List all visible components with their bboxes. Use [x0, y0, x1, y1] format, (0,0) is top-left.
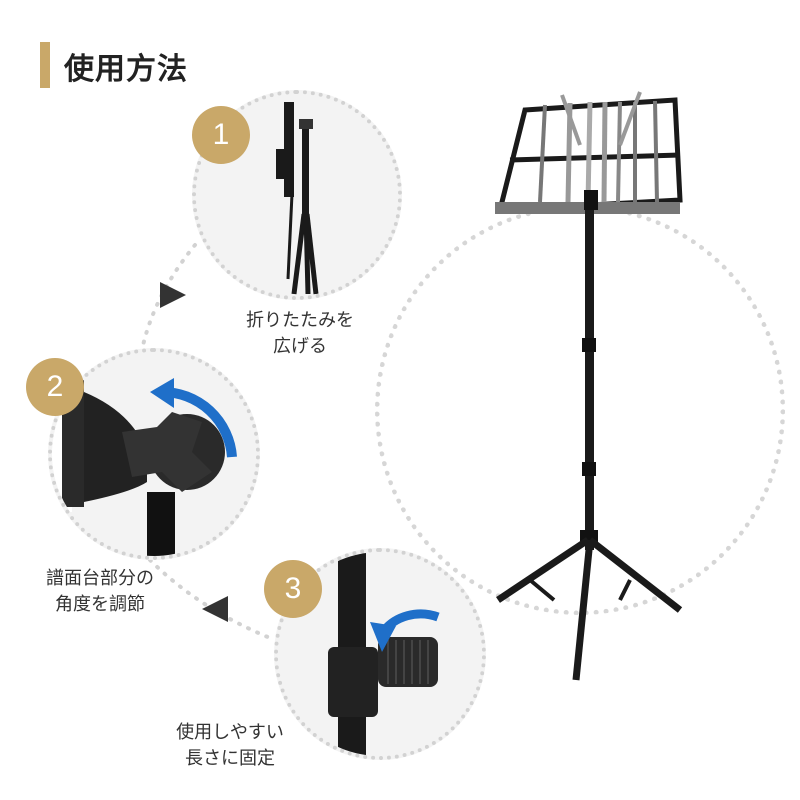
folded-stand-image [276, 102, 319, 295]
angle-knob-image [52, 372, 237, 556]
step-3-caption-line2: 長さに固定 [185, 748, 275, 769]
step-2-photo [48, 348, 260, 560]
step-2-caption-line2: 角度を調節 [55, 594, 145, 615]
step-3-photo [274, 548, 486, 760]
music-stand-image [495, 91, 683, 681]
step-1-caption: 折りたたみを 広げる [220, 308, 380, 360]
step-1-caption-line2: 広げる [273, 336, 327, 357]
step-1-caption-line1: 折りたたみを [246, 310, 354, 331]
title-accent-bar [40, 42, 50, 88]
step-3-badge: 3 [264, 560, 322, 618]
step-1-badge: 1 [192, 106, 250, 164]
step-3-caption: 使用しやすい 長さに固定 [150, 720, 310, 772]
page-title: 使用方法 [64, 52, 188, 87]
step-3-caption-line1: 使用しやすい [176, 722, 284, 743]
step-2-caption-line1: 譜面台部分の [46, 568, 154, 589]
triangle-arrow-icon [160, 282, 186, 308]
step-2-badge: 2 [26, 358, 84, 416]
step-2-caption: 譜面台部分の 角度を調節 [20, 566, 180, 618]
triangle-arrow-icon [202, 596, 228, 622]
height-clamp-image [328, 552, 440, 756]
